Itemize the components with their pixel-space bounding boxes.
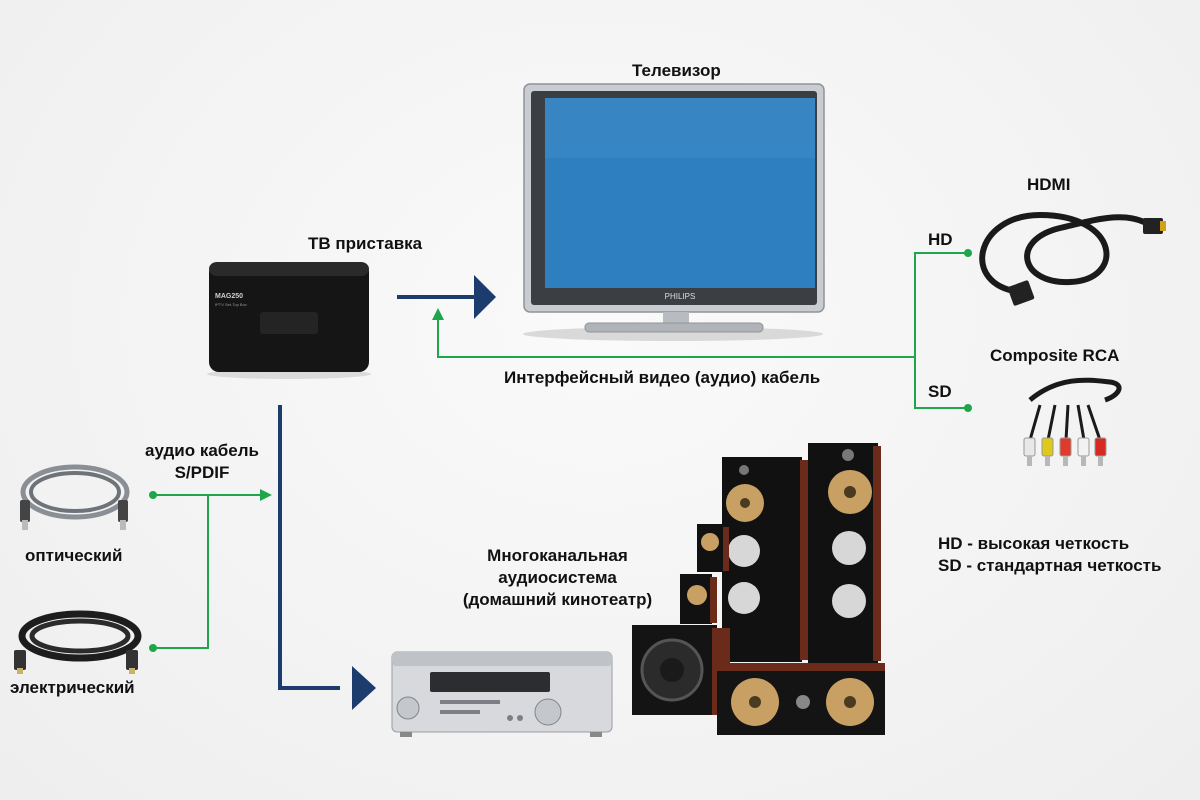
legend: HD - высокая четкость SD - стандартная ч… xyxy=(938,533,1161,577)
box-to-receiver-arrow-head xyxy=(352,666,376,710)
interface-arrow-head xyxy=(432,308,444,320)
optical-label: оптический xyxy=(25,546,123,565)
tv-box-label: ТВ приставка xyxy=(308,234,423,253)
audio-system-label-line2: аудиосистема xyxy=(498,568,617,587)
electric-connector-dot xyxy=(149,644,157,652)
sd-label: SD xyxy=(928,382,952,401)
audio-system-label: Многоканальная аудиосистема (домашний ки… xyxy=(435,545,680,611)
legend-hd: HD - высокая четкость xyxy=(938,534,1130,553)
tv-label: Телевизор xyxy=(632,61,721,80)
box-to-receiver-arrow-line xyxy=(278,405,340,690)
legend-sd: SD - стандартная четкость xyxy=(938,556,1162,575)
audio-cable-line xyxy=(153,494,262,649)
audio-cable-label-line1: аудио кабель xyxy=(144,441,259,460)
hd-connector-dot xyxy=(964,249,972,257)
audio-system-label-line1: Многоканальная xyxy=(487,546,628,565)
tv-brand-text: PHILIPS xyxy=(665,292,696,301)
tv-box-model-text: MAG250 xyxy=(215,293,243,300)
interface-cable-label: Интерфейсный видео (аудио) кабель xyxy=(504,368,821,387)
audio-cable-label-line2: S/PDIF xyxy=(174,463,230,482)
tv-screen xyxy=(545,98,815,288)
electric-label: электрический xyxy=(10,678,135,697)
audio-cable-label: аудио кабель S/PDIF xyxy=(132,440,272,484)
audio-system-label-line3: (домашний кинотеатр) xyxy=(462,590,653,609)
audio-arrow-head xyxy=(260,489,272,501)
hdmi-label: HDMI xyxy=(1027,175,1071,194)
optical-connector-dot xyxy=(149,491,157,499)
composite-rca-label: Composite RCA xyxy=(990,346,1120,365)
interface-cable-line xyxy=(437,252,968,409)
sd-connector-dot xyxy=(964,404,972,412)
box-to-tv-arrow-head xyxy=(474,275,496,319)
hd-label: HD xyxy=(928,230,953,249)
tv-box-sub-text: IPTV Set-Top Box xyxy=(215,302,247,307)
